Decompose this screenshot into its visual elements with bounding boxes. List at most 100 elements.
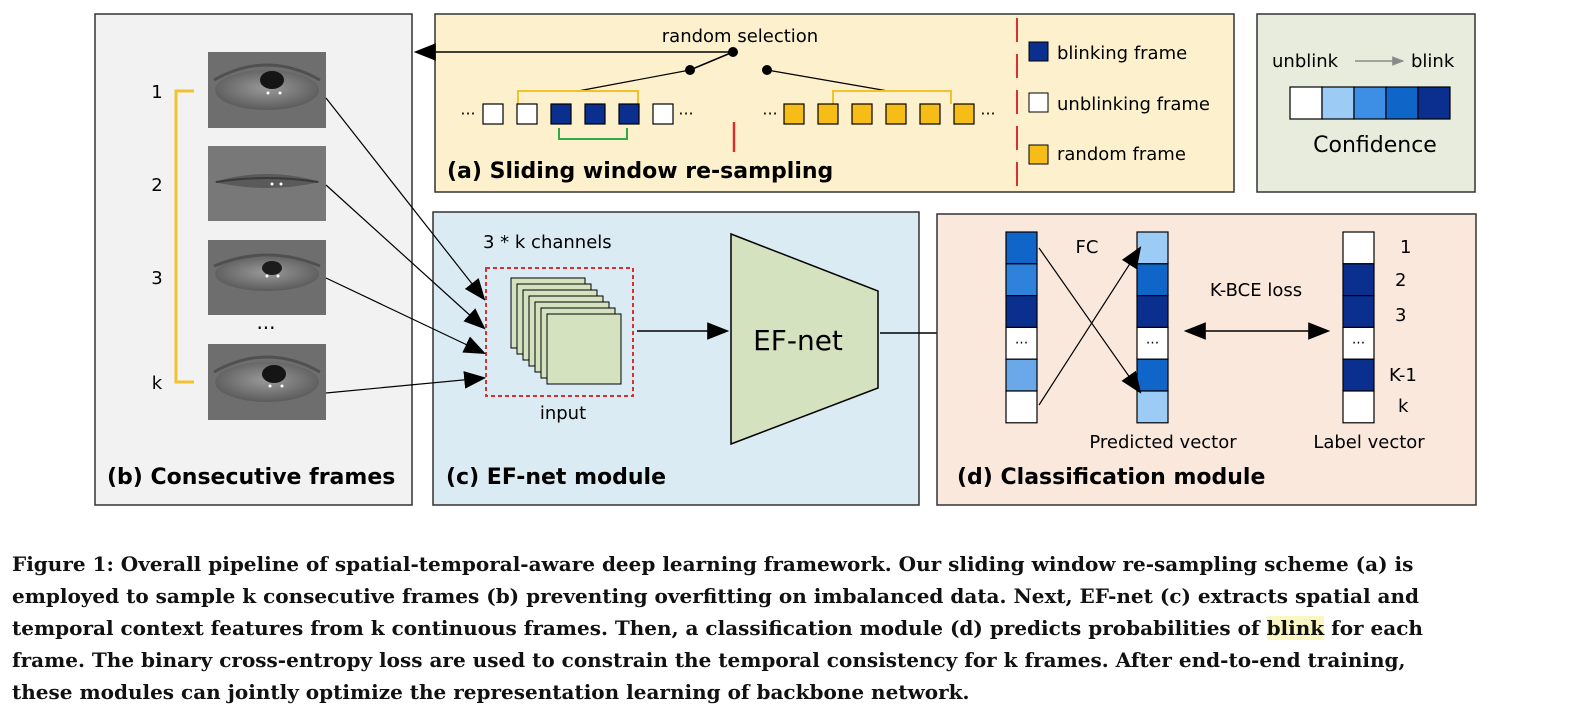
sequence-right [783, 103, 975, 125]
frame-label-2: 2 [151, 175, 162, 196]
sequence-frame [516, 103, 538, 125]
label-vector-label: Label vector [1313, 432, 1425, 453]
vector-cell [1342, 358, 1375, 392]
row-label-1: 1 [1400, 237, 1411, 258]
frames-dots: ··· [256, 316, 275, 340]
predicted-vector-label: Predicted vector [1089, 432, 1237, 453]
input-box [485, 267, 634, 397]
eye-frame-3 [208, 240, 326, 315]
vector-cell [1005, 263, 1038, 297]
sequence-frame [953, 103, 975, 125]
efnet-label: EF-net [753, 324, 843, 357]
legend-swatch-unblinking [1028, 92, 1049, 113]
vector-cell [1342, 390, 1375, 424]
confidence-step [1353, 86, 1387, 120]
row-label-k: k [1398, 396, 1409, 417]
sequence-frame [817, 103, 839, 125]
vector-cell [1136, 295, 1169, 329]
channels-label: 3 * k channels [483, 232, 612, 253]
predicted-vector: ··· [1136, 231, 1169, 424]
panel-sliding-window: random selection ··· ··· ··· ··· blinkin… [413, 13, 1235, 193]
caption-line-3-start: temporal context features from k continu… [12, 616, 1267, 640]
caption-line-5: these modules can jointly optimize the r… [12, 680, 970, 704]
vector-cell [1342, 263, 1375, 297]
caption-line-4: frame. The binary cross-entropy loss are… [12, 648, 1406, 672]
random-selection-label: random selection [662, 26, 818, 47]
vector-cell [1005, 295, 1038, 329]
confidence-scale [1289, 86, 1451, 120]
sequence-frame [919, 103, 941, 125]
panel-c-title: (c) EF-net module [446, 465, 666, 490]
vector-cell [1342, 326, 1375, 360]
sequence-frame [851, 103, 873, 125]
panel-a-title: (a) Sliding window re-sampling [447, 159, 833, 184]
caption-line-1: Figure 1: Overall pipeline of spatial-te… [12, 552, 1414, 576]
sequence-left [482, 103, 674, 125]
confidence-step [1321, 86, 1355, 120]
confidence-step [1417, 86, 1451, 120]
sequence-frame [652, 103, 674, 125]
confidence-step [1385, 86, 1419, 120]
efnet-trapezoid [730, 232, 879, 446]
vector-cell [1342, 231, 1375, 265]
sequence-frame [618, 103, 640, 125]
row-label-3: 3 [1395, 305, 1406, 326]
confidence-from: unblink [1272, 51, 1339, 72]
legend-blinking: blinking frame [1057, 43, 1187, 64]
sequence-frame [482, 103, 504, 125]
fc-label: FC [1076, 237, 1099, 258]
panel-efnet: 3 * k channels input EF-net (c) EF-net m… [432, 211, 920, 506]
vector-cell-ellipsis: ··· [1146, 335, 1159, 351]
vector-cell [1136, 358, 1169, 392]
vector-cell [1005, 358, 1038, 392]
legend-swatch-random [1028, 144, 1049, 165]
vector-cell [1005, 390, 1038, 424]
loss-label: K-BCE loss [1210, 280, 1302, 301]
caption-line-3: temporal context features from k continu… [12, 612, 1562, 644]
frame-label-1: 1 [151, 82, 162, 103]
feature-vector: ··· [1005, 231, 1038, 424]
sequence-frame [885, 103, 907, 125]
confidence-to: blink [1411, 51, 1455, 72]
legend-random: random frame [1057, 144, 1186, 165]
ellipsis-left-2: ··· [678, 104, 693, 123]
panel-classification: ··· ··· ··· FC K-BCE loss 1 2 3 K-1 k Pr… [936, 213, 1477, 506]
confidence-box: unblink blink Confidence [1256, 13, 1476, 193]
legend-unblinking: unblinking frame [1057, 94, 1210, 115]
fc-arrow-down [1038, 247, 1142, 394]
sequence-frame [783, 103, 805, 125]
channel-plate [546, 313, 622, 385]
vector-cell [1005, 326, 1038, 360]
sequence-frame [584, 103, 606, 125]
caption-highlight-blink: blink [1266, 616, 1325, 640]
panel-consecutive-frames: 1 2 3 k ··· [94, 13, 413, 506]
frame-label-3: 3 [151, 268, 162, 289]
ellipsis-right-2: ··· [980, 104, 995, 123]
vector-cell-ellipsis: ··· [1015, 335, 1028, 351]
eye-frame-1 [208, 52, 326, 128]
vector-cell [1136, 390, 1169, 424]
vector-cell [1005, 231, 1038, 265]
frames-bracket [174, 89, 194, 384]
ellipsis-right-1: ··· [762, 104, 777, 123]
row-label-k-1: K-1 [1389, 365, 1417, 386]
eye-frame-k [208, 344, 326, 420]
vector-cell-ellipsis: ··· [1352, 335, 1365, 351]
input-channel-stack [510, 277, 622, 385]
input-label: input [540, 403, 586, 424]
window-bracket-right [832, 90, 952, 104]
row-label-2: 2 [1395, 270, 1406, 291]
panel-d-title: (d) Classification module [957, 465, 1265, 490]
vector-cell [1136, 231, 1169, 265]
confidence-step [1289, 86, 1323, 120]
blink-bracket [558, 128, 628, 140]
vector-cell [1342, 295, 1375, 329]
figure-caption: Figure 1: Overall pipeline of spatial-te… [12, 548, 1562, 708]
vector-cell [1136, 263, 1169, 297]
caption-line-3-end: for each [1324, 616, 1423, 640]
label-vector: ··· [1342, 231, 1375, 424]
ellipsis-left-1: ··· [460, 104, 475, 123]
legend-swatch-blinking [1028, 41, 1049, 62]
sequence-frame [550, 103, 572, 125]
